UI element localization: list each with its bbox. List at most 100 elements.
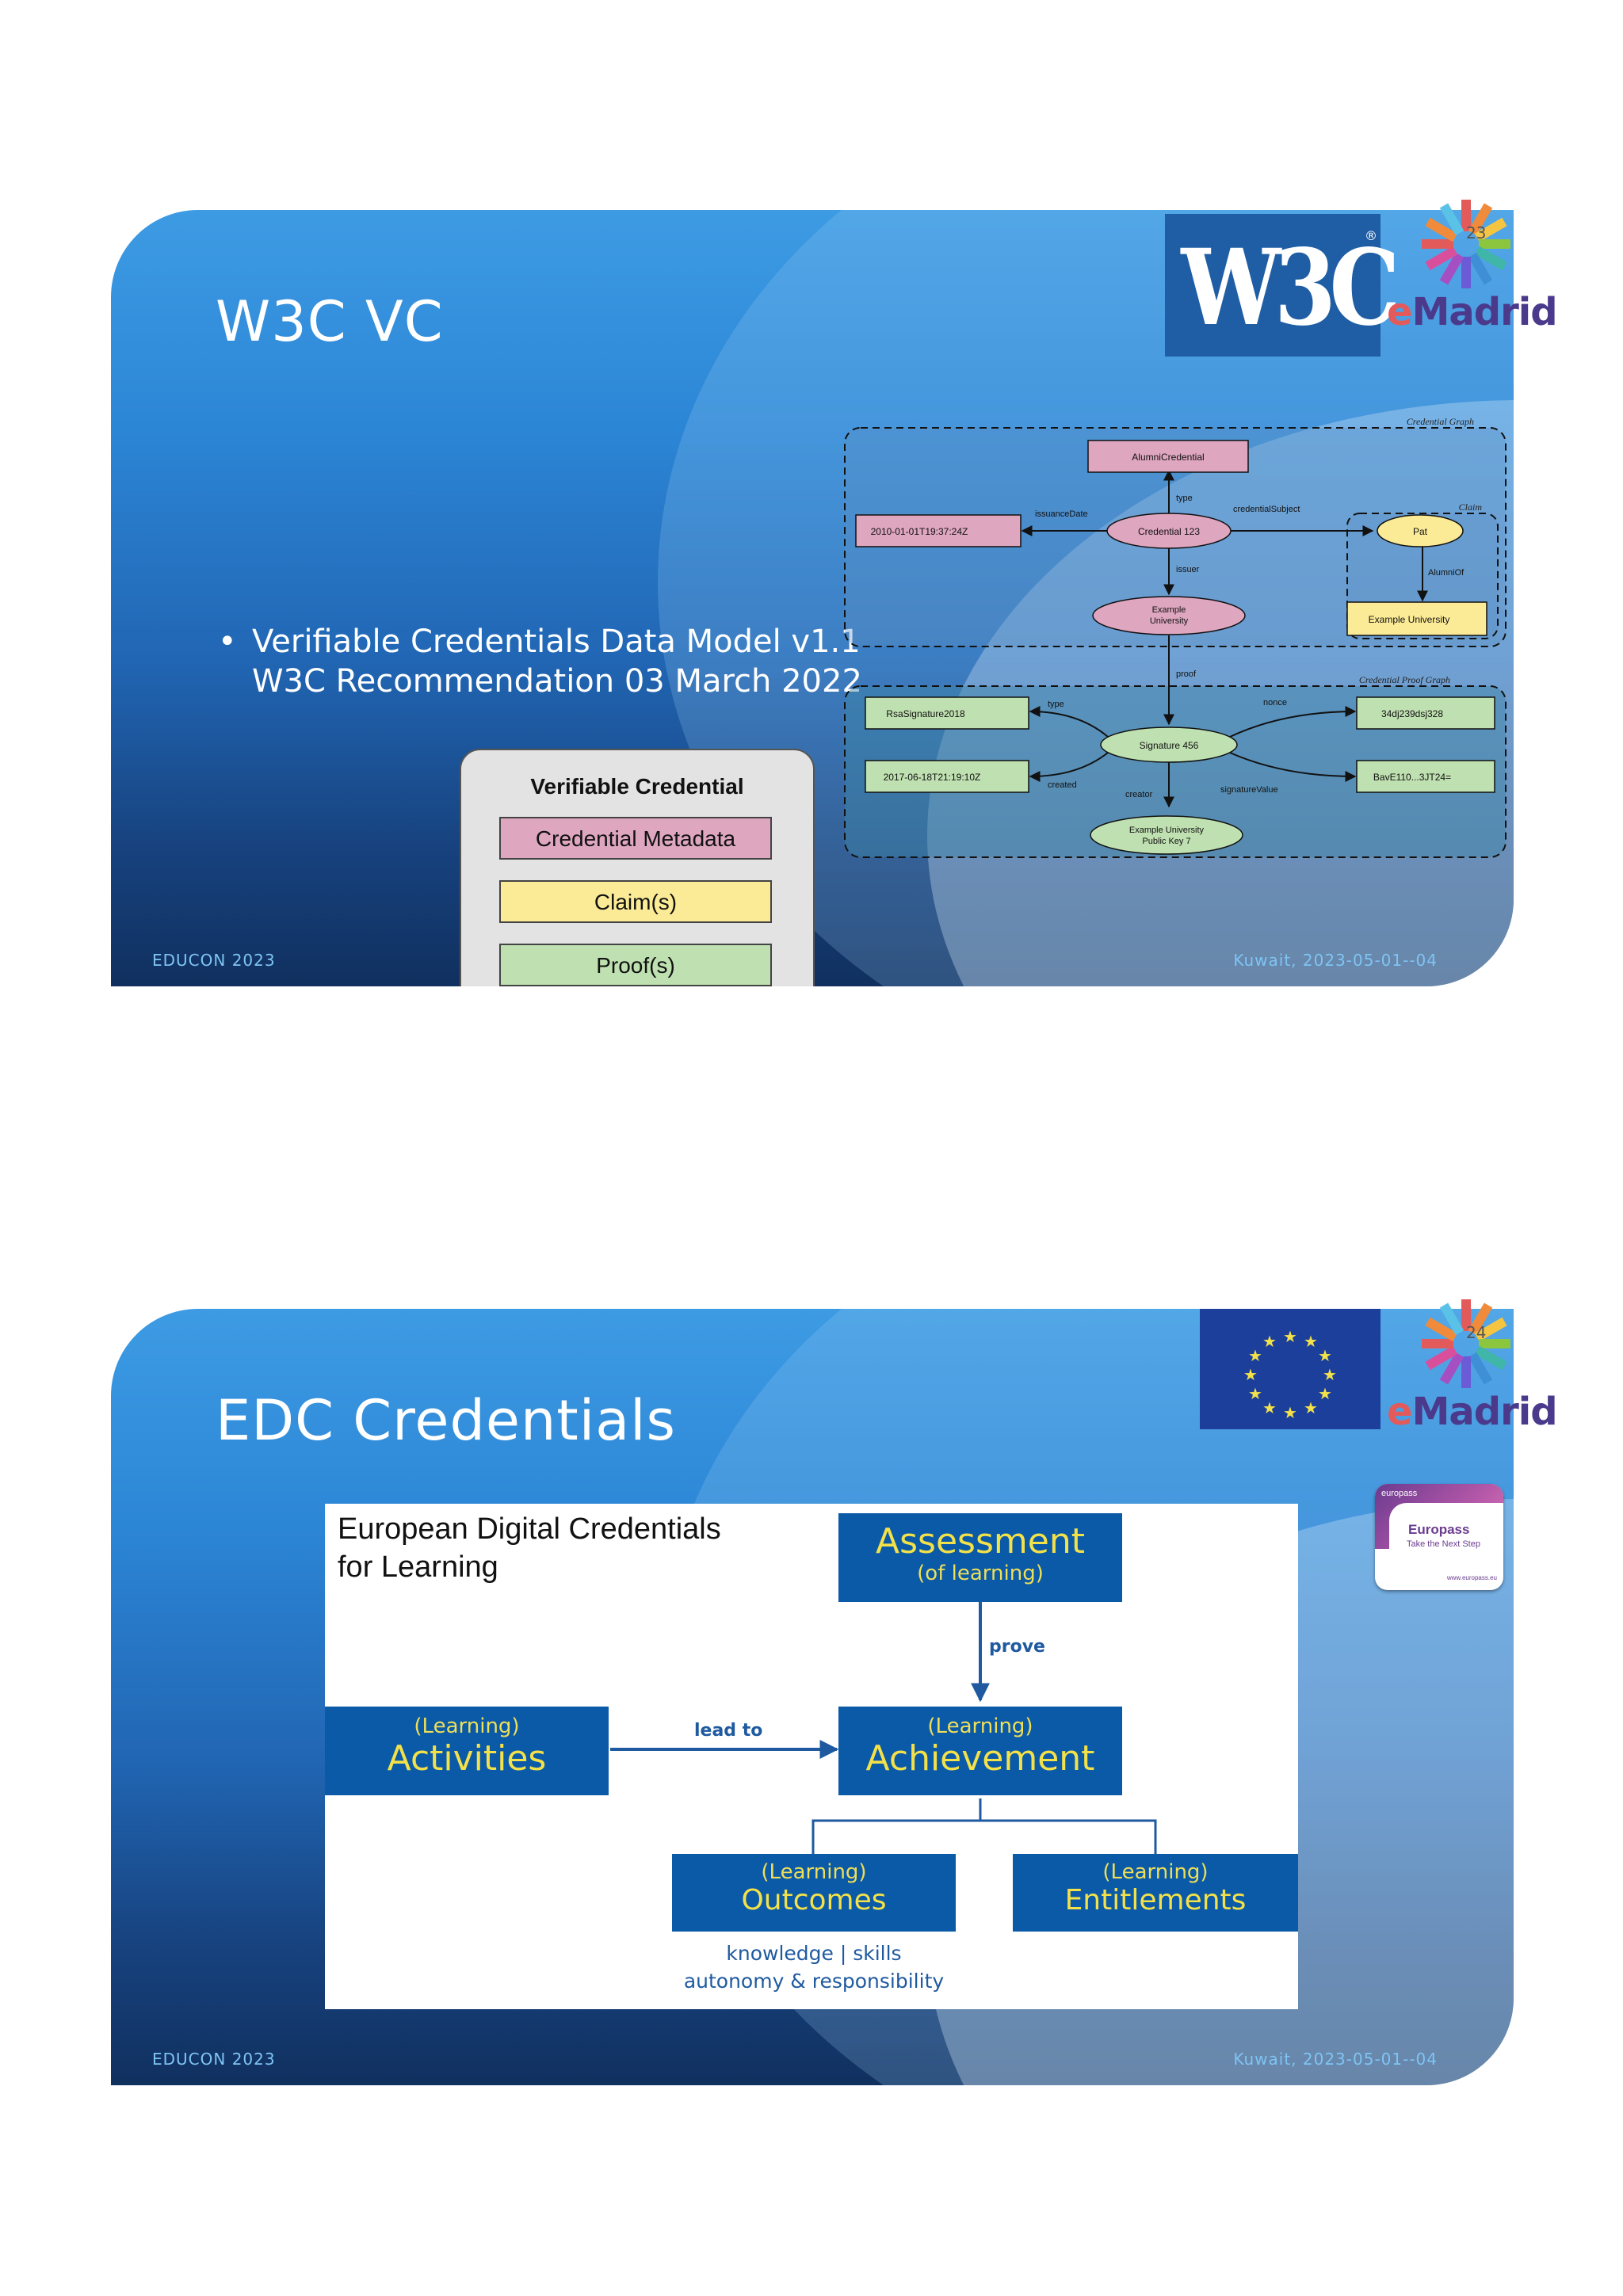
eu-flag: ★★★ ★★★ ★★★ ★★★ [1200,1309,1381,1429]
outcomes-note-line: knowledge | skills [726,1942,902,1965]
node-signature-456-text: Signature 456 [1140,740,1199,751]
verifiable-credential-box: Verifiable Credential Credential Metadat… [460,749,815,986]
node-pat-text: Pat [1413,526,1428,537]
europass-tag: europass [1381,1489,1418,1498]
node-created-value [865,760,1029,793]
edc-heading-line: European Digital Credentials [338,1512,721,1546]
node-created-value-text: 2017-06-18T21:19:10Z [884,772,981,783]
entitlements-subtitle: (Learning) [1102,1860,1209,1884]
node-public-key-line1: Example University [1129,826,1205,835]
footer-location-date: Kuwait, 2023-05-01--04 [1233,2050,1438,2069]
edc-connectors [610,1600,1157,1854]
node-signature-value-text: BavE110...3JT24= [1373,772,1451,783]
node-credential-123-text: Credential 123 [1138,526,1200,537]
vc-box-title: Verifiable Credential [530,774,744,799]
achievement-subtitle: (Learning) [927,1714,1033,1738]
edge-label-type: type [1176,494,1193,503]
registered-mark-icon: ® [1365,228,1377,243]
node-example-university-issuer [1092,596,1246,635]
prove-label: prove [989,1637,1045,1657]
europass-card: europass Europass Take the Next Step www… [1375,1484,1503,1590]
node-nonce-value [1356,696,1495,730]
svg-text:★: ★ [1248,1346,1262,1365]
w3c-logo-text: W3C [1181,227,1400,349]
europass-url: www.europass.eu [1446,1574,1497,1581]
edge-label-issuance-date: issuanceDate [1035,509,1088,519]
svg-text:★: ★ [1243,1365,1258,1384]
node-rsa-signature [865,696,1029,730]
svg-text:★: ★ [1304,1398,1318,1417]
bullet-line: W3C Recommendation 03 March 2022 [252,663,862,700]
outcomes-note-line: autonomy & responsibility [683,1970,945,1993]
svg-text:★: ★ [1262,1398,1277,1417]
achievement-title: Achievement [865,1738,1095,1779]
claim-label: Claim [1459,502,1483,513]
page-number: 24 [1466,1323,1487,1342]
node-pat [1377,514,1464,547]
entitlements-title: Entitlements [1064,1884,1247,1917]
edge-label-issuer: issuer [1176,565,1200,574]
svg-text:★: ★ [1318,1346,1332,1365]
w3c-logo: W3C ® [1165,214,1400,357]
proofs-block: Proof(s) [499,944,772,986]
footer-event: EDUCON 2023 [152,951,276,970]
node-alumni-credential-text: AlumniCredential [1132,452,1204,463]
activities-subtitle: (Learning) [414,1714,520,1738]
node-alumni-credential [1087,440,1249,473]
outcomes-subtitle: (Learning) [761,1860,867,1884]
node-signature-456 [1100,727,1238,763]
node-issuance-date-text: 2010-01-01T19:37:24Z [871,526,968,537]
svg-text:★: ★ [1262,1332,1277,1351]
edge-label-signature-value: signatureValue [1220,785,1278,795]
emadrid-logo: eMadrid [1379,196,1558,339]
bullet-point: • Verifiable Credentials Data Model v1.1… [218,622,862,701]
outcomes-box: (Learning) Outcomes [672,1854,956,1932]
footer-event: EDUCON 2023 [152,2050,276,2069]
eu-stars-icon: ★★★ ★★★ ★★★ ★★★ [1243,1327,1337,1422]
node-example-university-issuer-line1: Example [1152,605,1186,615]
emadrid-logo-text: eMadrid [1387,1390,1558,1434]
assessment-subtitle: (of learning) [917,1562,1044,1585]
edge-label-creator: creator [1125,790,1153,799]
node-example-university-claim-text: Example University [1369,614,1450,625]
proof-graph-label: Credential Proof Graph [1359,674,1450,685]
edge-label-proof: proof [1176,669,1197,679]
svg-text:★: ★ [1304,1332,1318,1351]
assessment-title: Assessment [876,1521,1085,1562]
credential-graph-diagram: Credential Graph Claim Credential Proof … [844,416,1507,858]
activities-box: (Learning) Activities [325,1707,609,1795]
outcomes-note: knowledge | skills autonomy & responsibi… [672,1939,956,1995]
node-rsa-signature-text: RsaSignature2018 [886,708,965,719]
node-public-key-line2: Public Key 7 [1142,837,1190,846]
page-number: 23 [1466,223,1487,242]
edc-heading-line: for Learning [338,1550,498,1584]
credential-metadata-block: Credential Metadata [499,817,772,860]
node-example-university-issuer-line2: University [1150,616,1189,626]
entitlements-box: (Learning) Entitlements [1013,1854,1298,1932]
svg-text:★: ★ [1283,1403,1297,1422]
europass-name: Europass [1408,1522,1470,1537]
activities-title: Activities [387,1738,547,1779]
slide-title: W3C VC [216,289,444,354]
node-public-key [1090,815,1243,855]
edc-diagram-panel: European Digital Credentials for Learnin… [325,1504,1298,2009]
europass-subtitle: Take the Next Step [1407,1539,1480,1549]
edge-label-proof-type: type [1048,700,1064,709]
emadrid-star-icon [1422,1299,1510,1388]
credential-graph-label: Credential Graph [1407,416,1474,427]
bullet-line: Verifiable Credentials Data Model v1.1 [252,624,861,660]
bullet-dot-icon: • [218,624,237,660]
emadrid-logo: eMadrid [1379,1296,1558,1439]
slide-title: EDC Credentials [216,1388,677,1453]
edge-label-nonce: nonce [1263,698,1287,707]
node-nonce-value-text: 34dj239dsj328 [1381,708,1443,719]
node-issuance-date [855,514,1022,547]
europass-card-panel [1389,1503,1503,1558]
emadrid-logo-text: eMadrid [1387,290,1558,334]
edge-label-created: created [1048,780,1077,790]
svg-text:★: ★ [1248,1384,1262,1403]
edge-label-alumni-of: AlumniOf [1428,568,1465,578]
svg-text:★: ★ [1283,1327,1297,1346]
footer-location-date: Kuwait, 2023-05-01--04 [1233,951,1438,970]
node-example-university-claim [1346,601,1487,636]
